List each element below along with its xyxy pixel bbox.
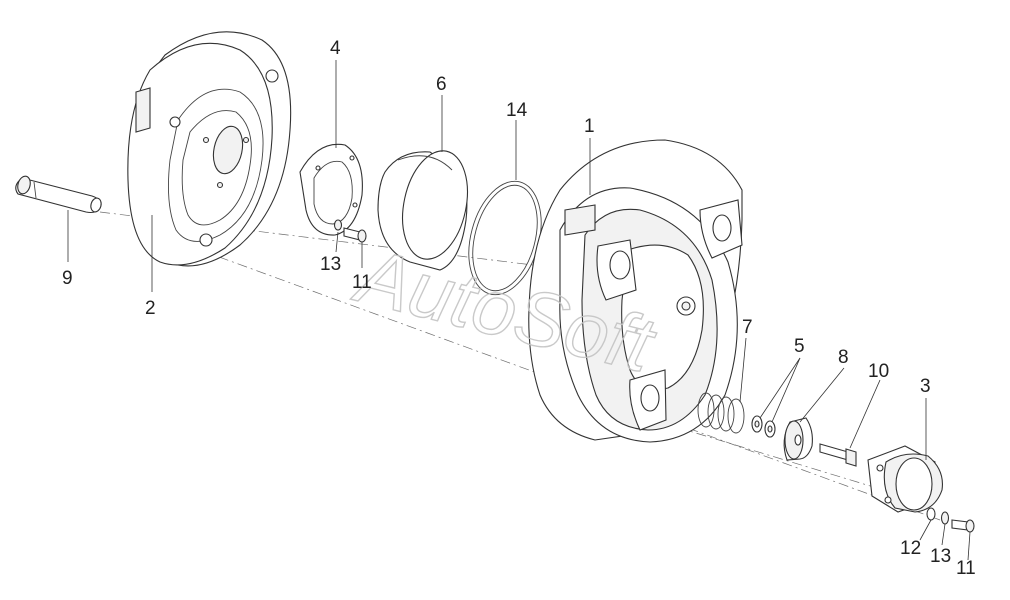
part-13-washer-lower (940, 511, 950, 525)
callout-5: 5 (794, 336, 805, 357)
part-2-flange (127, 31, 292, 267)
leader-lines (67, 60, 971, 561)
callout-9: 9 (62, 268, 73, 289)
callout-2: 2 (145, 298, 156, 319)
callout-14: 14 (506, 100, 528, 121)
part-7-spring (697, 392, 745, 434)
part-11-bolt-upper (343, 227, 367, 243)
callout-4: 4 (330, 38, 341, 59)
part-3-end-cap (867, 445, 943, 513)
axis-lines (99, 211, 941, 521)
part-8-roller (783, 417, 813, 461)
part-13-washer-upper (333, 219, 343, 231)
callout-8: 8 (838, 347, 849, 368)
callout-7: 7 (742, 317, 753, 338)
part-12-washer-lower (926, 507, 936, 521)
part-9-pin (15, 175, 102, 214)
callout-12: 12 (900, 538, 921, 559)
part-6-sleeve (377, 150, 468, 271)
part-10-bolt (819, 443, 857, 467)
part-11-bolt-lower (951, 519, 975, 533)
part-4-cover-plate (299, 143, 363, 236)
part-5-washers (751, 415, 776, 438)
callout-labels: 1 2 3 4 5 6 7 8 9 10 11 11 12 13 13 14 (62, 38, 976, 579)
callout-3: 3 (920, 376, 931, 397)
callout-6: 6 (436, 74, 447, 95)
callout-13-upper: 13 (320, 254, 341, 275)
callout-1: 1 (584, 116, 595, 137)
callout-10: 10 (868, 361, 889, 382)
part-1-housing (528, 139, 743, 443)
callout-11-lower: 11 (956, 558, 976, 579)
callout-11-upper: 11 (352, 272, 372, 293)
callout-13-lower: 13 (930, 546, 951, 567)
